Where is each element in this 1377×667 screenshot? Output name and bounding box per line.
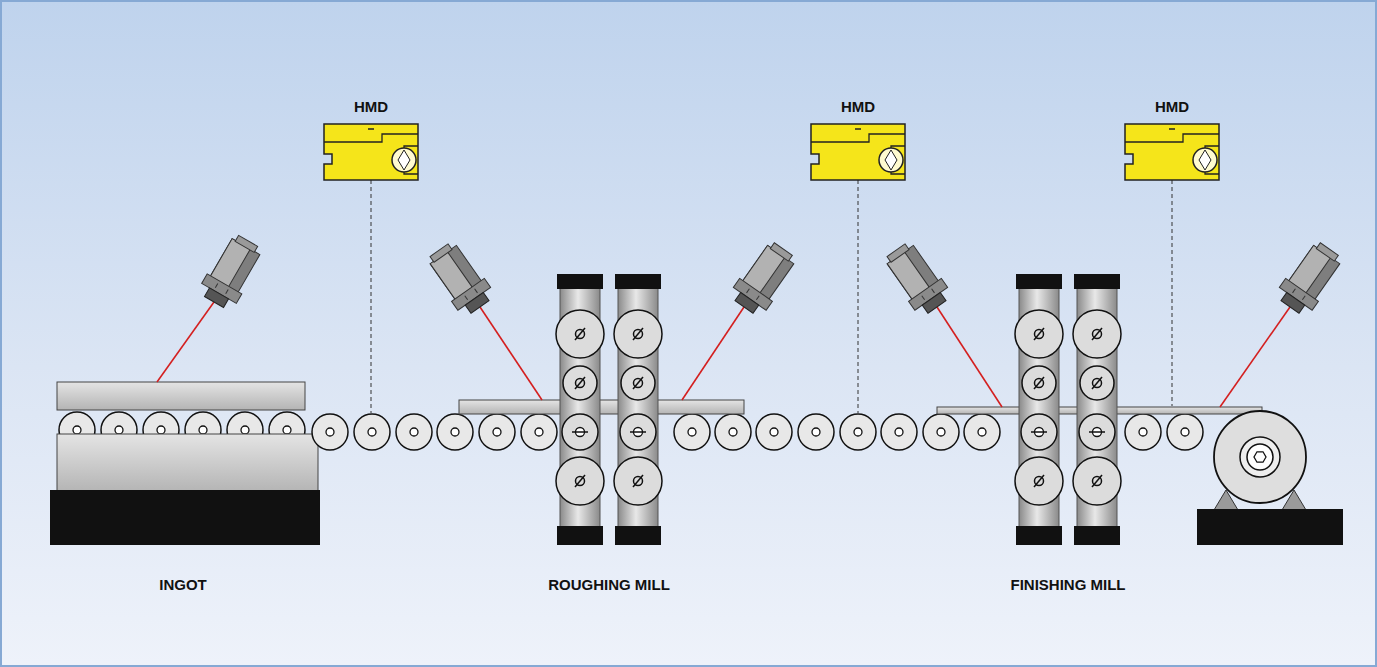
pyrometer-beams bbox=[157, 302, 1290, 407]
section-label: ROUGHING MILL bbox=[548, 576, 670, 594]
pyrometer bbox=[423, 238, 496, 318]
hmd-sensor bbox=[324, 124, 418, 180]
pyrometer bbox=[197, 231, 267, 312]
section-label: FINISHING MILL bbox=[1011, 576, 1126, 594]
pyrometer bbox=[880, 238, 953, 318]
hmd-sensor bbox=[811, 124, 905, 180]
sensor-label: HMD bbox=[1155, 98, 1189, 116]
ingot-furnace bbox=[50, 382, 320, 545]
sensor-label: HMD bbox=[354, 98, 388, 116]
mill-stand bbox=[1073, 274, 1121, 545]
sensor-label: HMD bbox=[841, 98, 875, 116]
slab bbox=[459, 400, 744, 414]
coiler bbox=[1197, 411, 1343, 545]
pyrometer bbox=[728, 238, 801, 318]
mill-stand bbox=[1015, 274, 1063, 545]
section-label: INGOT bbox=[159, 576, 207, 594]
hmd-sensor bbox=[1125, 124, 1219, 180]
conveyor-rollers bbox=[312, 414, 1203, 450]
mill-stand bbox=[614, 274, 662, 545]
pyrometer bbox=[1274, 238, 1347, 318]
mill-stand bbox=[556, 274, 604, 545]
